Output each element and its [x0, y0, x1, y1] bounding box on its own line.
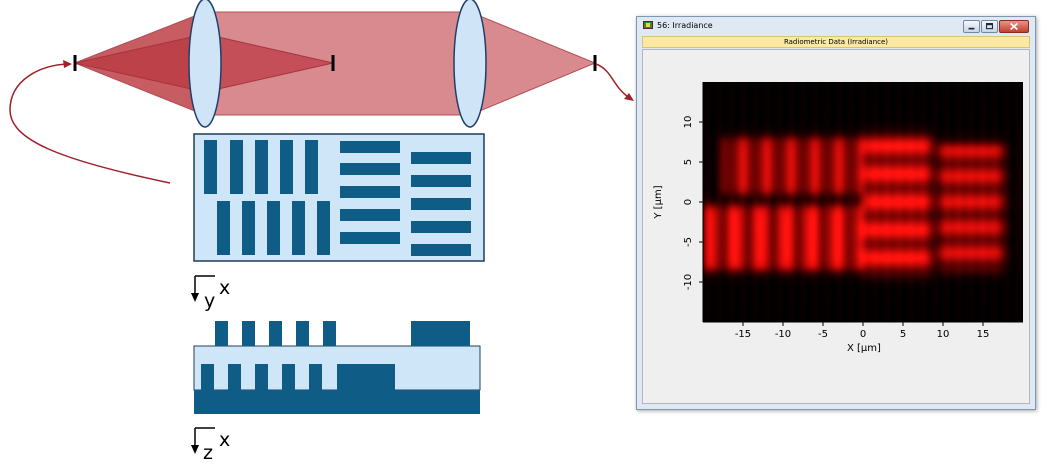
input-arrow: [9, 63, 171, 184]
irradiance-heatmap[interactable]: [703, 82, 1023, 322]
top-view-y-label: y: [204, 290, 216, 312]
x-axis-title: X [µm]: [847, 343, 881, 354]
app-icon: [643, 21, 653, 29]
maximize-button[interactable]: [981, 20, 998, 33]
minimize-icon: [968, 27, 975, 30]
side-view-z-label: z: [203, 442, 213, 464]
output-arrowhead: [624, 93, 634, 101]
x-tick-label: -15: [734, 329, 752, 340]
irradiance-window[interactable]: 56: Irradiance Radiometric Data (Irradia…: [636, 16, 1036, 410]
x-tick-label: 15: [976, 329, 990, 340]
close-icon: [1010, 22, 1018, 31]
minimize-button[interactable]: [963, 20, 980, 33]
y-tick-label: 5: [683, 158, 694, 166]
x-tick-label: -5: [818, 329, 828, 340]
y-axis-title: Y [µm]: [653, 185, 664, 219]
optical-setup-illustration: [9, 0, 634, 454]
first-lens: [188, 0, 222, 128]
plot-panel[interactable]: -15 -10 -5 0 5 10 15 -10 -5 0 5 10 X [µm] Y [µm]: [642, 49, 1030, 404]
irradiance-plot[interactable]: -15 -10 -5 0 5 10 15 -10 -5 0 5 10: [683, 82, 1023, 340]
mask-side-view: [193, 321, 481, 414]
y-tick-label: -10: [683, 273, 694, 291]
input-arrowhead: [63, 60, 72, 68]
x-tick-label: 5: [899, 329, 907, 340]
window-title: 56: Irradiance: [657, 21, 713, 30]
y-tick-label: 10: [683, 115, 694, 129]
close-button[interactable]: [999, 20, 1029, 33]
window-titlebar[interactable]: 56: Irradiance: [637, 17, 1035, 35]
side-view-axis-icon: [191, 427, 215, 454]
y-tick-label: 0: [683, 198, 694, 206]
top-view-x-label: x: [219, 277, 231, 299]
x-tick-label: -10: [774, 329, 792, 340]
y-tick-label: -5: [683, 237, 694, 247]
side-view-x-label: x: [219, 429, 231, 451]
x-tick-label: 0: [859, 329, 867, 340]
top-view-axis-icon: [191, 275, 215, 302]
plot-header: Radiometric Data (Irradiance): [642, 36, 1030, 48]
second-lens: [453, 0, 487, 128]
plot-axes: [699, 82, 1023, 326]
mask-top-view: [193, 133, 485, 262]
beam-path: [73, 11, 597, 116]
maximize-icon: [985, 22, 994, 30]
x-tick-label: 10: [936, 329, 950, 340]
output-arrow: [595, 63, 629, 98]
focal-markers: [73, 55, 597, 71]
